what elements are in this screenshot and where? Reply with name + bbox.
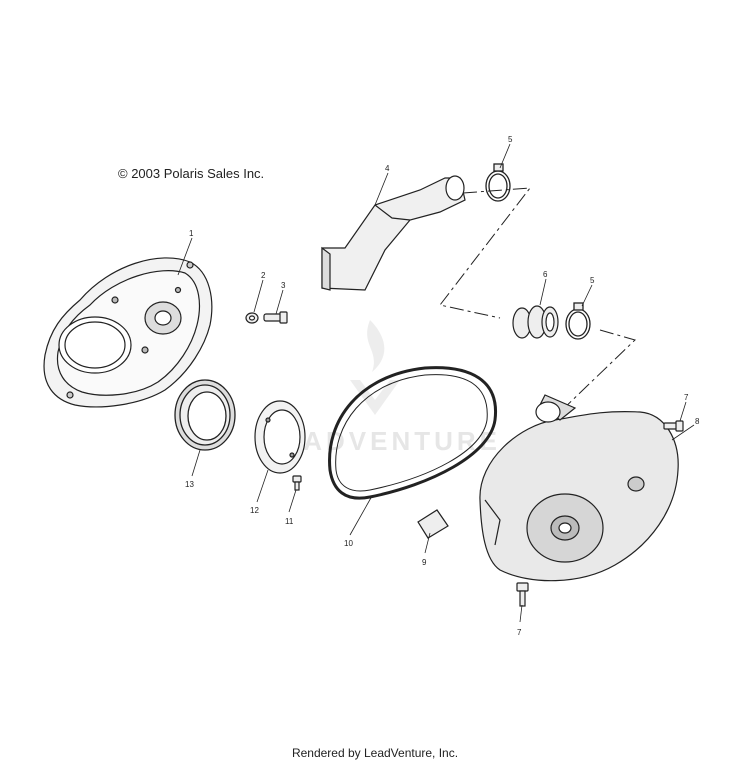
bolt-part-7b <box>516 582 529 607</box>
callout-6: 6 <box>543 270 548 279</box>
seal-part <box>174 379 236 451</box>
footer-credit: Rendered by LeadVenture, Inc. <box>291 746 459 760</box>
callout-2: 2 <box>261 271 266 280</box>
dashed-leaders <box>439 187 636 413</box>
callout-4: 4 <box>385 164 390 173</box>
callout-10: 10 <box>344 539 353 548</box>
washer-part <box>245 312 259 324</box>
callout-12: 12 <box>250 506 259 515</box>
air-duct-part <box>321 175 466 291</box>
bolt-part-3 <box>263 311 288 324</box>
coupler-part <box>512 305 559 339</box>
callout-8: 8 <box>695 417 700 426</box>
copyright-text: © 2003 Polaris Sales Inc. <box>118 166 265 181</box>
clamp-part-5a <box>485 163 511 202</box>
decal-part <box>417 509 449 539</box>
callout-5a: 5 <box>508 135 513 144</box>
callout-7a: 7 <box>684 393 689 402</box>
callout-7b: 7 <box>517 628 522 637</box>
outer-cover-part <box>479 394 679 582</box>
callout-5b: 5 <box>590 276 595 285</box>
leader-lines <box>177 143 695 623</box>
callout-11: 11 <box>285 517 294 526</box>
callout-9: 9 <box>422 558 427 567</box>
drive-belt-part <box>328 366 498 500</box>
screw-part-11 <box>292 475 302 491</box>
bolt-part-7a <box>663 420 684 432</box>
callout-labels: 1 2 3 4 5 5 6 7 7 8 9 10 11 12 13 <box>185 135 700 637</box>
plate-part <box>254 400 306 474</box>
inner-cover-part <box>43 257 213 408</box>
callout-3: 3 <box>281 281 286 290</box>
callout-1: 1 <box>189 229 194 238</box>
callout-13: 13 <box>185 480 194 489</box>
clamp-part-5b <box>565 302 591 340</box>
